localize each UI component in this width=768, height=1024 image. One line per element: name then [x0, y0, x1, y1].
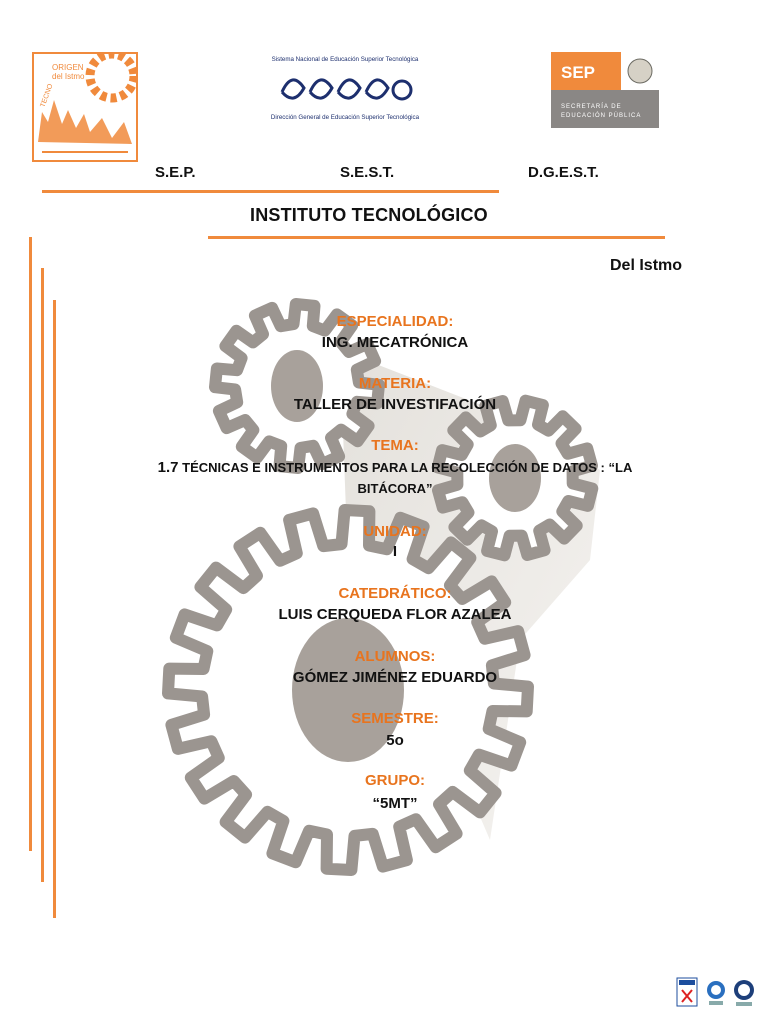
field-value-unidad: I: [392, 543, 398, 560]
svg-text:Sistema Nacional de Educación: Sistema Nacional de Educación Superior T…: [272, 56, 419, 63]
gear-top-left-hub: [271, 350, 323, 422]
field-label-tema: TEMA:: [371, 437, 419, 454]
field-value-alumnos: GÓMEZ JIMÉNEZ EDUARDO: [292, 669, 498, 686]
field-value-especialidad: ING. MECATRÓNICA: [321, 334, 469, 351]
tema-number: 1.7: [157, 459, 179, 476]
divider-line: [42, 190, 499, 193]
field-value-catedratico: LUIS CERQUEDA FLOR AZALEA: [278, 606, 512, 623]
decorative-bar: [53, 300, 56, 918]
field-label-materia: MATERIA:: [358, 375, 432, 392]
instituto-tecnologico-logo: ORIGEN del Istmo TECNO: [32, 52, 138, 162]
svg-text:EDUCACIÓN PÚBLICA: EDUCACIÓN PÚBLICA: [561, 112, 641, 119]
svg-text:ORIGEN: ORIGEN: [52, 63, 84, 72]
snest-logo: Sistema Nacional de Educación Superior T…: [271, 56, 420, 121]
field-label-unidad: UNIDAD:: [363, 523, 427, 540]
field-value-tema: 1.7 TÉCNICAS E INSTRUMENTOS PARA LA RECO…: [130, 457, 660, 499]
sep-logo: SEP SECRETARÍA DE EDUCACIÓN PÚBLICA: [551, 52, 659, 128]
cover-fields: ESPECIALIDAD: ING. MECATRÓNICA MATERIA: …: [130, 0, 660, 1024]
field-value-semestre: 5o: [386, 732, 404, 749]
divider-line: [208, 236, 665, 239]
tema-text-line2: BITÁCORA”: [357, 481, 433, 496]
svg-text:SEP: SEP: [561, 63, 595, 82]
svg-text:del Istmo: del Istmo: [52, 72, 85, 81]
header-sest: S.E.S.T.: [340, 164, 395, 181]
field-label-catedratico: CATEDRÁTICO:: [338, 585, 452, 602]
field-value-materia: TALLER DE INVESTIFACIÓN: [293, 396, 497, 413]
header-sep: S.E.P.: [155, 164, 196, 181]
tema-text-line1: TÉCNICAS E INSTRUMENTOS PARA LA RECOLECC…: [178, 460, 633, 475]
field-label-alumnos: ALUMNOS:: [354, 648, 436, 665]
campus-name: Del Istmo: [610, 257, 683, 274]
gear-right-hub: [489, 444, 541, 512]
header-dgest: D.G.E.S.T.: [528, 164, 599, 181]
gear-large-hub: [292, 618, 404, 762]
institute-title: INSTITUTO TECNOLÓGICO: [250, 205, 488, 225]
decorative-bar: [41, 268, 44, 882]
svg-text:Dirección General de Educación: Dirección General de Educación Superior …: [271, 114, 420, 121]
field-label-semestre: SEMESTRE:: [351, 710, 439, 727]
field-label-especialidad: ESPECIALIDAD:: [336, 313, 454, 330]
footer-certification-logos: [676, 977, 754, 1007]
field-label-grupo: GRUPO:: [365, 772, 425, 789]
field-value-grupo: “5MT”: [372, 795, 418, 812]
svg-text:SECRETARÍA DE: SECRETARÍA DE: [561, 103, 622, 110]
decorative-bar: [29, 237, 32, 851]
